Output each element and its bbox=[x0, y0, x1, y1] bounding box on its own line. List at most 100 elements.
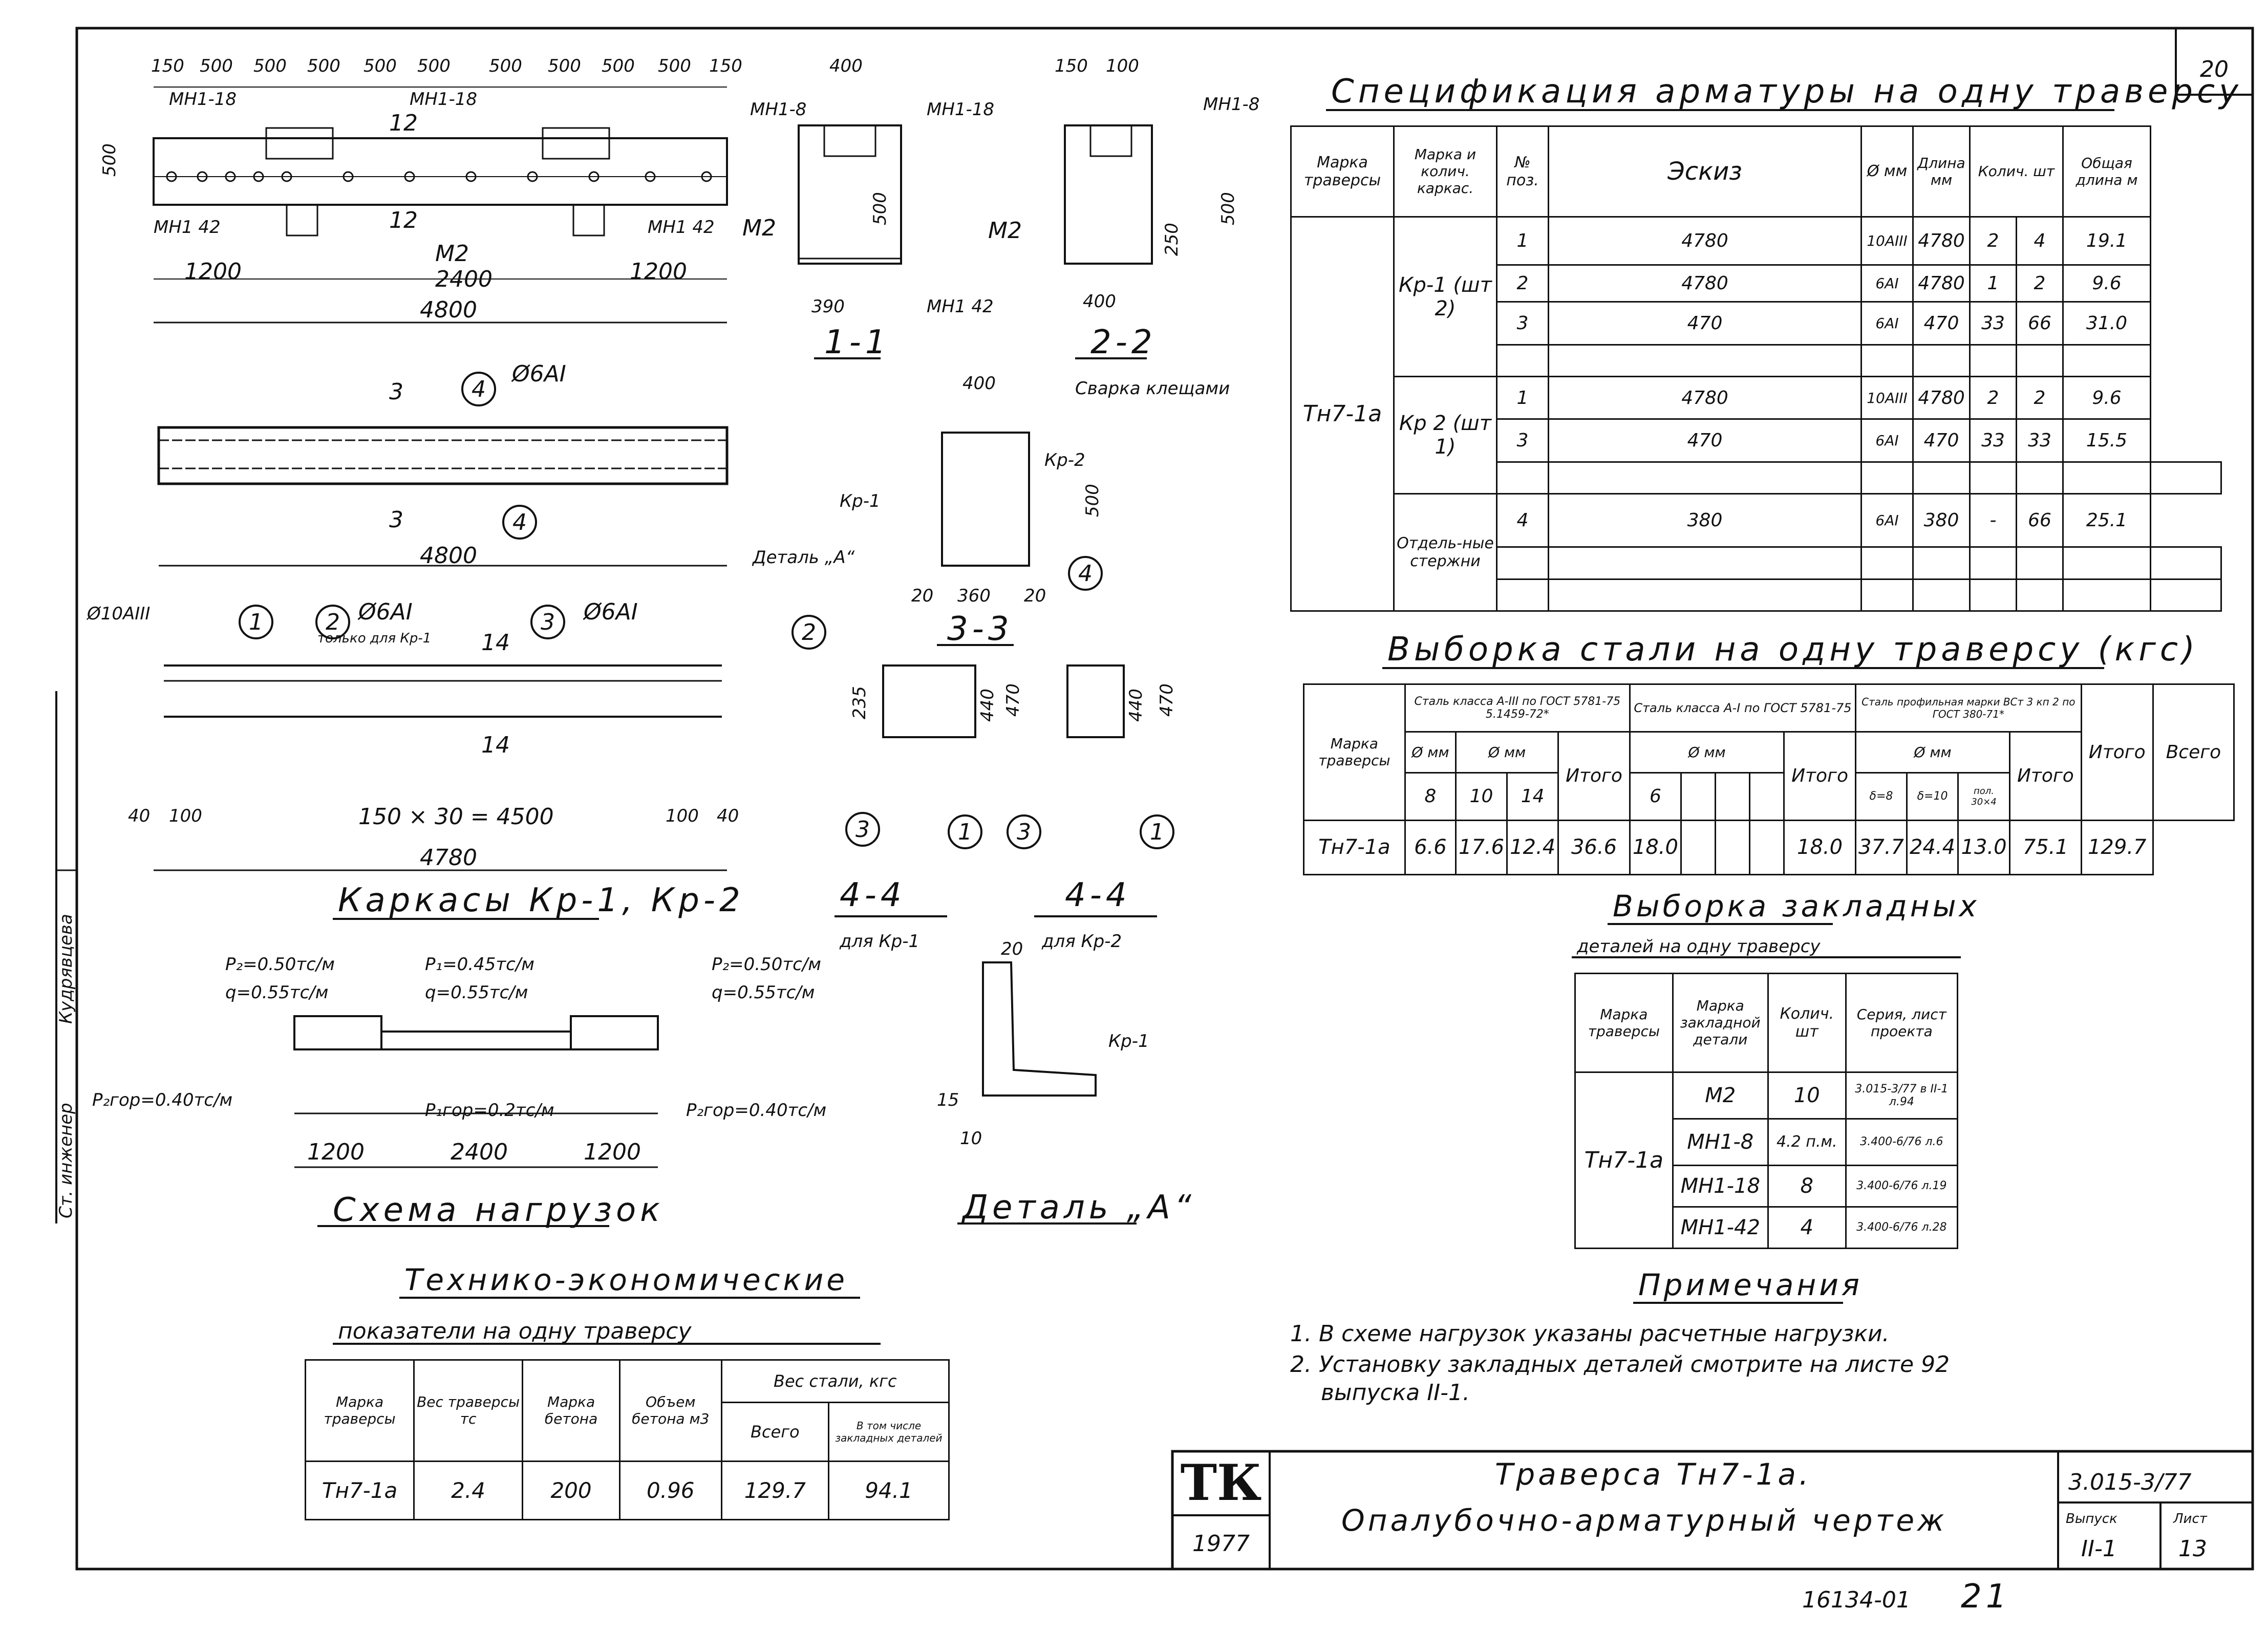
svg-text:Деталь „А“: Деталь „А“ bbox=[752, 547, 855, 568]
svg-text:100: 100 bbox=[666, 806, 699, 826]
svg-text:Схема нагрузок: Схема нагрузок bbox=[333, 1191, 664, 1229]
svg-text:400: 400 bbox=[962, 373, 996, 394]
note-2: 2. Установку закладных деталей смотрите … bbox=[1290, 1351, 1950, 1378]
svg-text:q=0.55тс/м: q=0.55тс/м bbox=[425, 982, 528, 1003]
svg-text:400: 400 bbox=[829, 56, 863, 76]
svg-text:3: 3 bbox=[389, 507, 403, 533]
svg-text:МН1-18: МН1-18 bbox=[169, 89, 237, 110]
steel-title: Выборка стали на одну траверсу (кгс) bbox=[1387, 631, 2199, 669]
svg-text:3: 3 bbox=[541, 609, 555, 635]
svg-text:360: 360 bbox=[957, 586, 991, 606]
section-1-1: 400 МН1-18 МН1-8 М2 МН1 42 390 500 1-1 bbox=[742, 56, 994, 361]
svg-text:только для Кр-1: только для Кр-1 bbox=[317, 631, 431, 646]
embedded-table: Марка траверсы Марка закладной детали Ко… bbox=[1574, 973, 1959, 1250]
svg-text:20: 20 bbox=[1001, 939, 1023, 959]
svg-text:3-3: 3-3 bbox=[947, 610, 1013, 648]
svg-text:Ø10AIII: Ø10AIII bbox=[86, 604, 150, 624]
svg-text:4: 4 bbox=[512, 509, 527, 535]
spec-table: Марка траверсы Марка и колич. каркас. № … bbox=[1290, 125, 2222, 612]
svg-text:для Кр-2: для Кр-2 bbox=[1041, 931, 1122, 952]
svg-text:4: 4 bbox=[472, 376, 486, 402]
note-1: 1. В схеме нагрузок указаны расчетные на… bbox=[1290, 1321, 1890, 1347]
svg-text:1200: 1200 bbox=[184, 259, 242, 285]
svg-text:15: 15 bbox=[937, 1090, 959, 1110]
svg-text:250: 250 bbox=[1162, 223, 1182, 256]
svg-text:q=0.55тс/м: q=0.55тс/м bbox=[225, 982, 328, 1003]
tep-table: Марка траверсы Вес траверсы тс Марка бет… bbox=[304, 1359, 950, 1521]
title-block: ТК 1977 Траверса Тн7-1а. Опалубочно-арма… bbox=[1171, 1450, 2254, 1571]
svg-text:P₁гор=0.2тс/м: P₁гор=0.2тс/м bbox=[425, 1100, 554, 1121]
tep-title-1: Технико-экономические bbox=[404, 1262, 848, 1297]
svg-text:Деталь „А“: Деталь „А“ bbox=[961, 1189, 1195, 1227]
svg-text:МН1-18: МН1-18 bbox=[927, 99, 994, 120]
svg-text:Ø6AI: Ø6AI bbox=[511, 361, 566, 387]
svg-text:10: 10 bbox=[960, 1128, 982, 1149]
svg-text:4800: 4800 bbox=[420, 297, 477, 323]
svg-text:440: 440 bbox=[977, 689, 998, 722]
svg-text:Кр-2: Кр-2 bbox=[1044, 450, 1085, 470]
svg-text:4-4: 4-4 bbox=[840, 876, 906, 914]
svg-text:40: 40 bbox=[128, 806, 150, 826]
section-3-3: 400 Сварка клещами Кр-2 Кр-1 Деталь „А“ … bbox=[752, 373, 1230, 648]
stamp-title-1: Траверса Тн7-1а. bbox=[1495, 1457, 1811, 1492]
svg-text:400: 400 bbox=[1083, 291, 1116, 312]
svg-text:P₂=0.50тс/м: P₂=0.50тс/м bbox=[225, 954, 335, 975]
detail-a: 20 Кр-1 15 10 Деталь „А“ bbox=[937, 939, 1195, 1227]
svg-text:500: 500 bbox=[870, 192, 890, 225]
svg-text:500: 500 bbox=[602, 56, 635, 76]
sheet-number: 20 bbox=[2200, 56, 2229, 82]
svg-text:МН1 42: МН1 42 bbox=[154, 217, 221, 238]
embedded-title-1: Выборка закладных bbox=[1613, 889, 1980, 924]
svg-text:500: 500 bbox=[417, 56, 451, 76]
svg-text:Кр-1: Кр-1 bbox=[840, 491, 881, 511]
side-role: Ст. инженер bbox=[56, 1103, 76, 1218]
svg-text:МН1-18: МН1-18 bbox=[410, 89, 477, 110]
tep-title-2: показатели на одну траверсу bbox=[338, 1318, 692, 1344]
svg-text:100: 100 bbox=[169, 806, 202, 826]
svg-text:Лист: Лист bbox=[2173, 1511, 2208, 1527]
svg-text:500: 500 bbox=[548, 56, 581, 76]
svg-text:Каркасы Кр-1, Кр-2: Каркасы Кр-1, Кр-2 bbox=[338, 882, 744, 919]
stamp-title-2: Опалубочно-арматурный чертеж bbox=[1341, 1503, 1947, 1538]
svg-text:Выпуск: Выпуск bbox=[2066, 1511, 2117, 1527]
svg-text:МН1 42: МН1 42 bbox=[927, 296, 994, 317]
svg-text:12: 12 bbox=[389, 207, 418, 233]
svg-text:500: 500 bbox=[1082, 484, 1103, 517]
svg-text:М2: М2 bbox=[742, 215, 776, 241]
frame-plan: 3 3 4 4 Ø6AI 4800 bbox=[157, 361, 729, 569]
svg-text:М2: М2 bbox=[435, 241, 469, 267]
svg-text:4800: 4800 bbox=[420, 543, 477, 569]
svg-text:P₂гор=0.40тс/м: P₂гор=0.40тс/м bbox=[92, 1090, 232, 1110]
svg-text:150: 150 bbox=[709, 56, 742, 76]
stamp-vyp: II-1 bbox=[2081, 1536, 2117, 1562]
spec-title: Спецификация арматуры на одну траверсу bbox=[1331, 73, 2242, 111]
svg-text:235: 235 bbox=[849, 686, 870, 719]
svg-text:Ø6AI: Ø6AI bbox=[583, 599, 638, 625]
svg-text:12: 12 bbox=[389, 110, 418, 136]
sheet-border bbox=[75, 27, 2254, 1571]
steel-table: Марка траверсы Сталь класса А-III по ГОС… bbox=[1303, 683, 2235, 876]
svg-text:500: 500 bbox=[200, 56, 233, 76]
svg-text:500: 500 bbox=[253, 56, 287, 76]
svg-text:150 × 30 = 4500: 150 × 30 = 4500 bbox=[358, 804, 554, 830]
svg-text:1200: 1200 bbox=[307, 1139, 365, 1165]
svg-text:1-1: 1-1 bbox=[824, 324, 890, 361]
svg-text:2400: 2400 bbox=[451, 1139, 508, 1165]
svg-text:P₂гор=0.40тс/м: P₂гор=0.40тс/м bbox=[686, 1100, 826, 1121]
side-name: Кудрявцева bbox=[56, 914, 76, 1024]
svg-text:14: 14 bbox=[481, 732, 510, 758]
svg-text:2-2: 2-2 bbox=[1090, 324, 1157, 361]
svg-text:2400: 2400 bbox=[435, 266, 493, 292]
svg-text:500: 500 bbox=[489, 56, 522, 76]
note-3: выпуска II-1. bbox=[1321, 1380, 1470, 1406]
stamp-list: 13 bbox=[2178, 1536, 2207, 1562]
svg-text:14: 14 bbox=[481, 630, 510, 656]
svg-text:500: 500 bbox=[658, 56, 691, 76]
stamp-year: 1977 bbox=[1192, 1531, 1250, 1557]
svg-text:М2: М2 bbox=[988, 218, 1022, 244]
svg-text:4: 4 bbox=[1078, 561, 1093, 587]
svg-text:40: 40 bbox=[717, 806, 739, 826]
svg-text:390: 390 bbox=[811, 296, 845, 317]
svg-text:МН1-8: МН1-8 bbox=[1203, 94, 1259, 115]
